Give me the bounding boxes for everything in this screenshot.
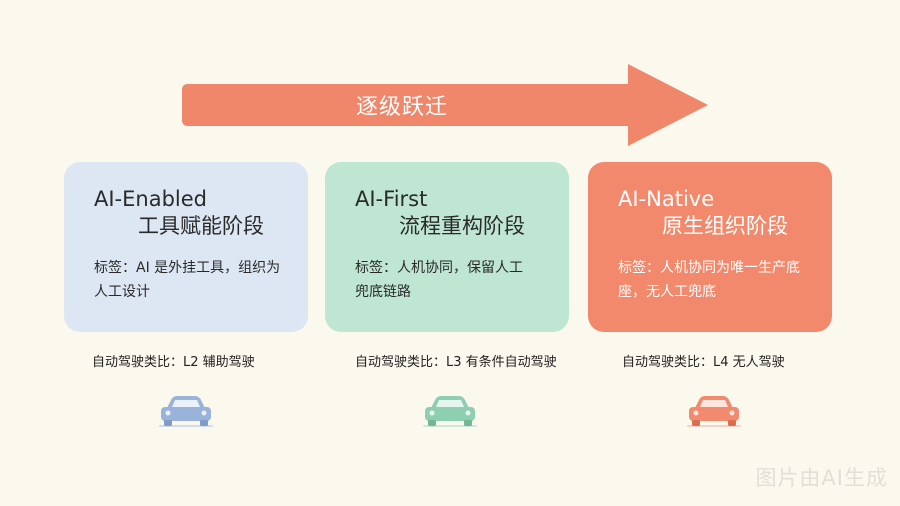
stage-title-en: AI-Enabled	[94, 187, 207, 211]
stage-card-ai-native: AI-Native 原生组织阶段 标签：人机协同为唯一生产底座，无人工兜底	[588, 162, 832, 332]
progression-arrow: 逐级跃迁	[182, 60, 708, 150]
stage-title-zh: 工具赋能阶段	[138, 214, 264, 238]
stage-title-en: AI-Native	[618, 187, 715, 211]
stage-tag: 标签：人机协同为唯一生产底座，无人工兜底	[618, 260, 800, 300]
stage-analogy-l4: 自动驾驶类比：L4 无人驾驶	[622, 355, 785, 370]
arrow-shape	[182, 64, 708, 146]
car-icon	[159, 396, 213, 427]
stage-analogy-l2: 自动驾驶类比：L2 辅助驾驶	[92, 355, 255, 370]
car-icon	[687, 396, 741, 427]
car-icon	[423, 396, 477, 427]
stage-analogy-l3: 自动驾驶类比：L3 有条件自动驾驶	[355, 355, 557, 370]
stage-card-ai-enabled: AI-Enabled 工具赋能阶段 标签：AI 是外挂工具，组织为人工设计	[64, 162, 308, 332]
stage-title-zh: 原生组织阶段	[662, 214, 788, 238]
stage-tag: 标签：AI 是外挂工具，组织为人工设计	[94, 260, 281, 300]
stage-card-ai-first: AI-First 流程重构阶段 标签：人机协同，保留人工兜底链路	[325, 162, 569, 332]
stage-title-en: AI-First	[355, 187, 428, 211]
stage-tag: 标签：人机协同，保留人工兜底链路	[355, 260, 523, 300]
ai-generated-watermark: 图片由AI生成	[755, 466, 888, 490]
arrow-label: 逐级跃迁	[355, 95, 448, 120]
stage-title-zh: 流程重构阶段	[399, 214, 525, 238]
